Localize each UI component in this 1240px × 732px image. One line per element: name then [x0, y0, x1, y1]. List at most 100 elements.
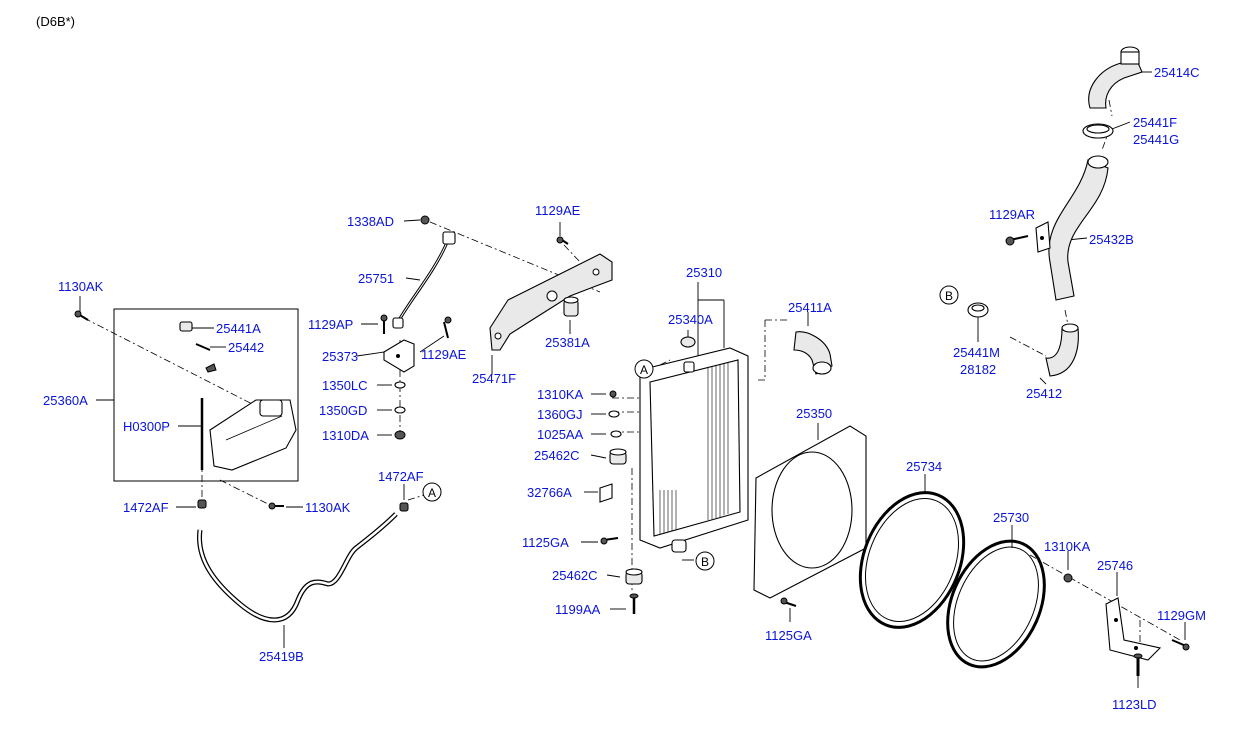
- label-25730[interactable]: 25730: [993, 510, 1029, 525]
- fan-ring-25734[interactable]: [841, 477, 982, 643]
- label-1338ad[interactable]: 1338AD: [347, 214, 394, 229]
- part-number-labels: 25414C 25441F 25441G 1129AR 25432B 25441…: [43, 65, 1206, 712]
- label-1310ka-left[interactable]: 1310KA: [537, 387, 584, 402]
- bracket-32766a[interactable]: [599, 483, 613, 503]
- label-25340a[interactable]: 25340A: [668, 312, 713, 327]
- nut-1310ka-left[interactable]: [609, 390, 617, 398]
- mount-rubber-25462c-top[interactable]: [609, 448, 627, 465]
- mount-rubber-25462c-bottom[interactable]: [625, 568, 643, 585]
- label-25411a[interactable]: 25411A: [788, 300, 832, 315]
- label-25734[interactable]: 25734: [906, 459, 942, 474]
- rubber-bushing-25381a[interactable]: [563, 296, 579, 317]
- label-25350[interactable]: 25350: [796, 406, 832, 421]
- bolt-1125ga-left[interactable]: [600, 537, 619, 545]
- label-1472af-right[interactable]: 1472AF: [378, 469, 424, 484]
- stay-rod-25751[interactable]: [392, 231, 456, 329]
- svg-text:A: A: [640, 363, 648, 377]
- clip-1472af-left[interactable]: [197, 499, 207, 509]
- nut-1338ad[interactable]: [420, 215, 430, 225]
- cap-25441a[interactable]: [179, 321, 193, 332]
- label-1123ld[interactable]: 1123LD: [1112, 697, 1157, 712]
- washer-1025aa[interactable]: [610, 430, 622, 438]
- bolt-1199aa[interactable]: [629, 593, 639, 614]
- label-1360gj[interactable]: 1360GJ: [537, 407, 583, 422]
- upper-hose-25414c[interactable]: [1088, 46, 1143, 109]
- bolt-1129ar[interactable]: [1005, 235, 1029, 246]
- label-25751[interactable]: 25751: [358, 271, 394, 286]
- label-25746[interactable]: 25746: [1097, 558, 1133, 573]
- label-1129ae-top[interactable]: 1129AE: [535, 203, 581, 218]
- label-25310[interactable]: 25310: [686, 265, 722, 280]
- bolt-1129ae-top[interactable]: [556, 236, 569, 245]
- hose-25411a[interactable]: [793, 331, 833, 375]
- label-28182[interactable]: 28182: [960, 362, 996, 377]
- bolt-1125ga-mid[interactable]: [780, 597, 797, 607]
- label-1125ga-mid[interactable]: 1125GA: [765, 628, 812, 643]
- callout-b-radiator[interactable]: B: [695, 551, 715, 571]
- label-1310da[interactable]: 1310DA: [322, 428, 369, 443]
- label-1129gm[interactable]: 1129GM: [1157, 608, 1206, 623]
- bracket-25373[interactable]: [383, 339, 415, 373]
- reservoir-tank-25360a[interactable]: [209, 399, 297, 471]
- label-25441a[interactable]: 25441A: [216, 321, 261, 336]
- nut-1310ka-right[interactable]: [1063, 573, 1073, 583]
- label-h0300p[interactable]: H0300P: [123, 419, 170, 434]
- bolt-1129ap[interactable]: [380, 314, 388, 334]
- bolt-1129ae-mid[interactable]: [443, 316, 452, 339]
- radiator-cap-25340a[interactable]: [680, 336, 696, 348]
- label-1129ap[interactable]: 1129AP: [308, 317, 353, 332]
- callout-a-radiator[interactable]: A: [634, 359, 654, 379]
- svg-text:B: B: [945, 289, 953, 303]
- lower-hose-25412[interactable]: [1045, 323, 1079, 377]
- label-25414c[interactable]: 25414C: [1154, 65, 1200, 80]
- radiator-25310[interactable]: [639, 347, 749, 553]
- label-25360a[interactable]: 25360A: [43, 393, 88, 408]
- callout-a-hose[interactable]: A: [422, 482, 442, 502]
- washer-1350lc[interactable]: [394, 381, 406, 389]
- svg-text:B: B: [701, 555, 709, 569]
- label-25441g[interactable]: 25441G: [1133, 132, 1179, 147]
- fan-shroud-25350[interactable]: [753, 425, 867, 599]
- label-25471f[interactable]: 25471F: [472, 371, 516, 386]
- label-1129ae-mid[interactable]: 1129AE: [421, 347, 467, 362]
- clip-25442[interactable]: [195, 343, 211, 351]
- nut-1310da[interactable]: [394, 430, 406, 440]
- overflow-hose-25419b[interactable]: [197, 512, 398, 623]
- bolt-1130ak-bottom[interactable]: [268, 502, 284, 510]
- label-1310ka-right[interactable]: 1310KA: [1044, 539, 1091, 554]
- label-25441f[interactable]: 25441F: [1133, 115, 1177, 130]
- callout-b-hose[interactable]: B: [939, 285, 959, 305]
- label-25419b[interactable]: 25419B: [259, 649, 304, 664]
- label-25412[interactable]: 25412: [1026, 386, 1062, 401]
- fan-ring-25730[interactable]: [929, 526, 1063, 682]
- label-1350lc[interactable]: 1350LC: [322, 378, 368, 393]
- label-1129ar[interactable]: 1129AR: [989, 207, 1035, 222]
- hose-clamp-25441f[interactable]: [1082, 123, 1114, 139]
- label-32766a[interactable]: 32766A: [527, 485, 572, 500]
- bracket-25746[interactable]: [1105, 597, 1162, 661]
- upper-cover-25471f[interactable]: [489, 253, 613, 351]
- label-25381a[interactable]: 25381A: [545, 335, 590, 350]
- bolt-1129gm[interactable]: [1171, 639, 1190, 651]
- label-25441m[interactable]: 25441M: [953, 345, 1000, 360]
- bolt-1130ak-top[interactable]: [74, 310, 89, 321]
- hose-clamp-25441m[interactable]: [967, 302, 989, 318]
- label-25462c-top[interactable]: 25462C: [534, 448, 580, 463]
- label-1199aa[interactable]: 1199AA: [555, 602, 601, 617]
- bolt-1123ld[interactable]: [1133, 653, 1143, 676]
- label-25373[interactable]: 25373: [322, 349, 358, 364]
- label-1472af-left[interactable]: 1472AF: [123, 500, 169, 515]
- label-1130ak-top[interactable]: 1130AK: [58, 279, 104, 294]
- washer-1360gj[interactable]: [608, 410, 620, 418]
- label-1125ga-left[interactable]: 1125GA: [522, 535, 569, 550]
- clip-1472af-right[interactable]: [399, 502, 409, 512]
- label-1130ak-bottom[interactable]: 1130AK: [305, 500, 351, 515]
- pipe-25432b[interactable]: [1035, 155, 1109, 301]
- washer-1350gd[interactable]: [394, 406, 406, 414]
- label-1025aa[interactable]: 1025AA: [537, 427, 584, 442]
- label-1350gd[interactable]: 1350GD: [319, 403, 367, 418]
- label-25432b[interactable]: 25432B: [1089, 232, 1134, 247]
- label-25442[interactable]: 25442: [228, 340, 264, 355]
- label-25462c-bottom[interactable]: 25462C: [552, 568, 598, 583]
